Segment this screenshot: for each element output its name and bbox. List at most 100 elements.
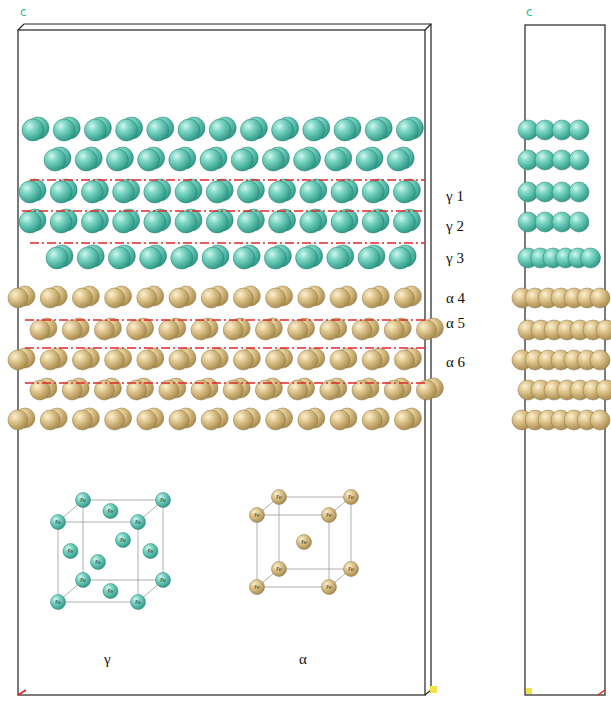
bcc-atom — [72, 410, 92, 430]
atom-symbol: Fe — [148, 549, 154, 554]
layer-boundary — [25, 347, 425, 349]
fcc-atom — [84, 119, 106, 141]
bcc-atom — [223, 320, 243, 340]
fcc-cell-atom — [143, 544, 158, 559]
fcc-atom — [569, 212, 589, 232]
fcc-cell-atom — [76, 493, 91, 508]
axis-label: c — [20, 6, 27, 18]
fcc-atom — [389, 247, 411, 269]
bcc-atom — [298, 350, 318, 370]
bcc-atom — [384, 320, 404, 340]
bcc-atom — [169, 288, 189, 308]
bcc-atom — [30, 320, 50, 340]
fcc-atom — [300, 211, 322, 233]
atom-symbol: Fe — [120, 538, 126, 543]
fcc-atom — [19, 211, 41, 233]
atom-symbol: Fe — [55, 600, 61, 605]
atom-symbol: Fe — [301, 540, 307, 545]
fcc-atom — [138, 149, 160, 171]
fcc-atom — [144, 181, 166, 203]
fcc-atom — [240, 119, 262, 141]
bcc-atom — [298, 410, 318, 430]
axis-marker — [18, 690, 26, 695]
phase-label: α — [299, 652, 307, 667]
fcc-atom — [19, 181, 41, 203]
bcc-atom — [362, 410, 382, 430]
bcc-atom — [191, 320, 211, 340]
atom-symbol: Fe — [326, 513, 332, 518]
layer-boundary — [22, 210, 425, 212]
bcc-atom — [105, 410, 125, 430]
bcc-atom — [169, 410, 189, 430]
fcc-atom — [116, 119, 138, 141]
fcc-atom — [269, 181, 291, 203]
fcc-cell-atom — [131, 515, 146, 530]
cell-edge — [58, 522, 59, 602]
layer-boundary — [25, 319, 425, 321]
fcc-cell-atom — [51, 595, 66, 610]
fcc-atom — [569, 120, 589, 140]
layer-label: α 4 — [446, 291, 465, 306]
fcc-atom — [231, 149, 253, 171]
fcc-cell-atom — [156, 573, 171, 588]
bcc-atom — [298, 288, 318, 308]
bcc-atom — [137, 410, 157, 430]
bcc-atom — [590, 350, 610, 370]
bcc-atom — [159, 320, 179, 340]
bcc-atom — [590, 410, 610, 430]
bcc-atom — [233, 288, 253, 308]
fcc-atom — [362, 181, 384, 203]
bcc-atom — [169, 350, 189, 370]
fcc-atom — [356, 149, 378, 171]
atom-symbol: Fe — [254, 513, 260, 518]
fcc-cell-atom — [156, 493, 171, 508]
cell-edge — [83, 500, 163, 501]
bcc-atom — [330, 410, 350, 430]
fcc-atom — [169, 149, 191, 171]
fcc-atom — [331, 181, 353, 203]
fcc-atom — [393, 181, 415, 203]
atom-symbol: Fe — [108, 509, 114, 514]
bcc-cell-atom — [322, 508, 337, 523]
bcc-cell-atom — [250, 508, 265, 523]
bcc-atom — [8, 350, 28, 370]
cell-box — [18, 24, 431, 695]
fcc-cell-atom — [103, 584, 118, 599]
cell-edge — [257, 587, 329, 588]
fcc-atom — [569, 150, 589, 170]
cell-edge — [83, 500, 84, 580]
bcc-atom — [40, 288, 60, 308]
fcc-atom — [387, 149, 409, 171]
layer-label: γ 1 — [446, 189, 464, 204]
bcc-atom — [596, 320, 611, 340]
bcc-atom — [330, 350, 350, 370]
bcc-atom — [127, 320, 147, 340]
fcc-atom — [237, 181, 259, 203]
axis-label: c — [526, 6, 533, 18]
fcc-atom — [334, 119, 356, 141]
fcc-atom — [46, 247, 68, 269]
bcc-atom — [416, 320, 436, 340]
fcc-cell-atom — [131, 595, 146, 610]
fcc-atom — [237, 211, 259, 233]
cell-edge — [351, 497, 352, 569]
bcc-atom — [105, 288, 125, 308]
bcc-atom — [40, 410, 60, 430]
bcc-atom — [40, 350, 60, 370]
fcc-atom — [53, 119, 75, 141]
cell-edge — [163, 500, 164, 580]
atom-symbol: Fe — [160, 498, 166, 503]
cell-edge — [257, 515, 329, 516]
bcc-cell-atom — [272, 490, 287, 505]
fcc-atom — [22, 119, 44, 141]
atom-symbol: Fe — [55, 520, 61, 525]
cell-edge — [279, 569, 351, 570]
fcc-atom — [77, 247, 99, 269]
fcc-atom — [209, 119, 231, 141]
layer-boundaries — [22, 180, 425, 383]
cell-edge — [257, 515, 258, 587]
atom-symbol: Fe — [135, 520, 141, 525]
atom-symbol: Fe — [348, 567, 354, 572]
fcc-atom — [269, 211, 291, 233]
